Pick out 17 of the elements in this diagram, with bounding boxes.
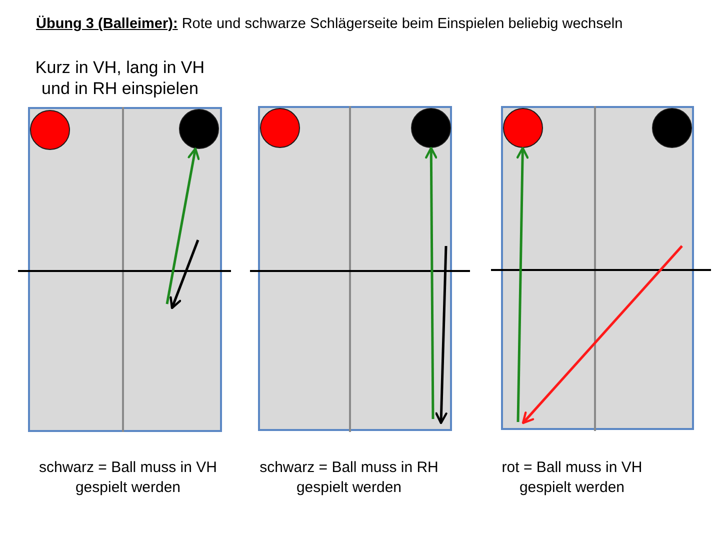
circle-marker	[30, 110, 70, 150]
circle-marker	[411, 108, 451, 148]
circle-marker	[179, 109, 219, 149]
circle-marker	[652, 108, 692, 148]
table-caption: rot = Ball muss in VH gespielt werden	[500, 458, 644, 498]
table-tennis-table	[28, 107, 222, 432]
circle-marker	[503, 108, 543, 148]
table-caption: schwarz = Ball muss in RH gespielt werden	[258, 458, 440, 498]
heading-text: Kurz in VH, lang in VH und in RH einspielen	[34, 57, 206, 99]
table-tennis-table	[258, 106, 452, 431]
circle-marker	[260, 108, 300, 148]
arrow	[166, 148, 200, 304]
arrow	[425, 146, 438, 419]
table-tennis-table	[501, 106, 694, 430]
arrow	[516, 146, 529, 422]
title: Übung 3 (Balleimer): Rote und schwarze Schlägerseite beim Einspielen beliebig wechseln	[36, 15, 623, 33]
table-caption: schwarz = Ball muss in VH gespielt werden	[38, 458, 218, 498]
